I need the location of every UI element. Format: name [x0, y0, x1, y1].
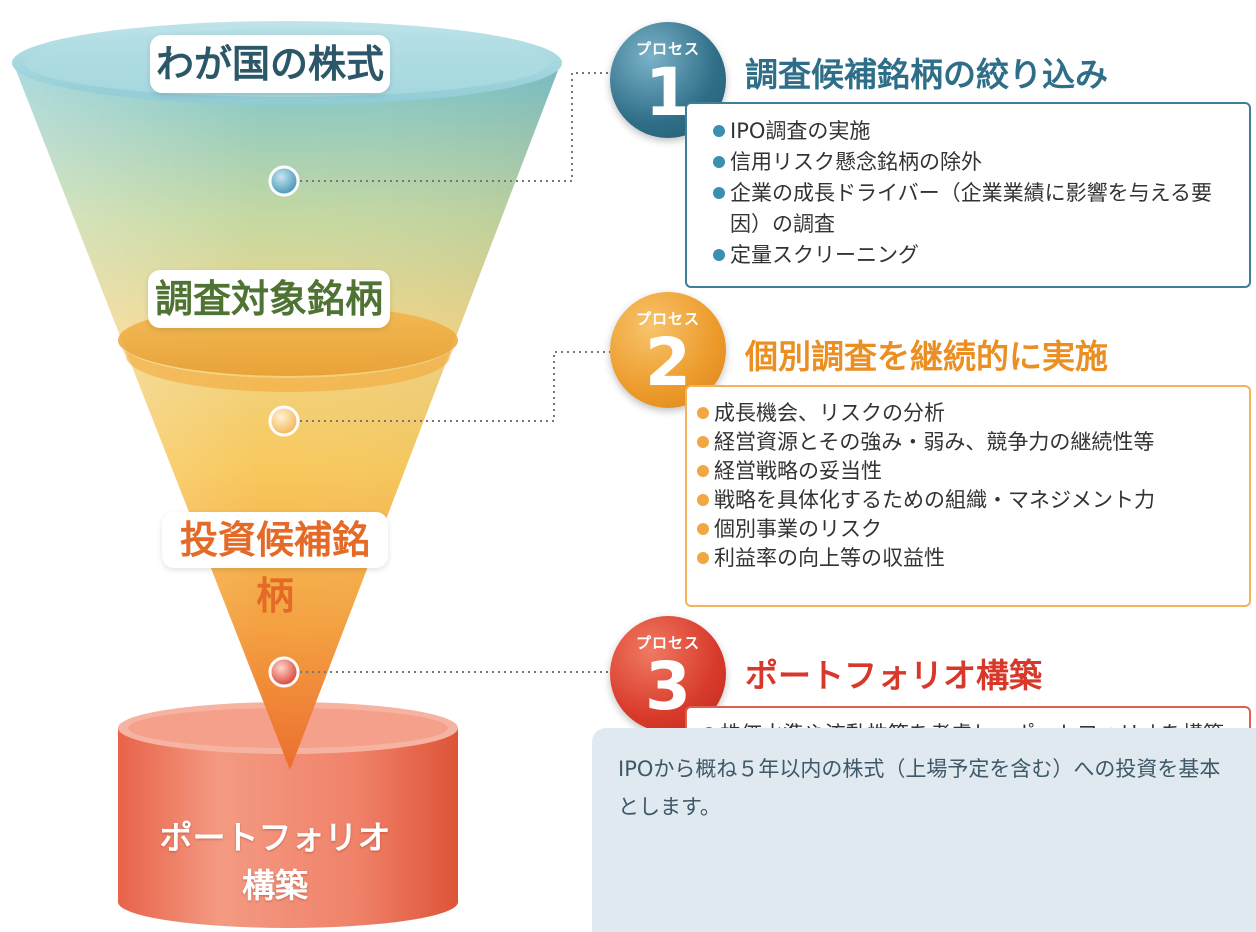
- cylinder-label-line-1: ポートフォリオ: [159, 818, 391, 857]
- portfolio-cylinder: [118, 702, 458, 928]
- process-1-badge-label: プロセス: [635, 40, 700, 58]
- process-1-box: IPO調査の実施 信用リスク懸念銘柄の除外 企業の成長ドライバー（企業業績に影響…: [685, 102, 1251, 288]
- process-2-box: 成長機会、リスクの分析 経営資源とその強み・弱み、競争力の継続性等 経営戦略の妥…: [685, 385, 1251, 607]
- list-item: 経営資源とその強み・弱み、競争力の継続性等: [697, 428, 1239, 457]
- stage-label-investment-candidates: 投資候補銘柄: [162, 512, 388, 618]
- process-3-badge-label: プロセス: [635, 634, 700, 652]
- stage-dot-3: [268, 656, 300, 688]
- stage-label-research-targets: 調査対象銘柄: [148, 270, 390, 328]
- list-item: 利益率の向上等の収益性: [697, 544, 1239, 573]
- process-2-list: 成長機会、リスクの分析 経営資源とその強み・弱み、競争力の継続性等 経営戦略の妥…: [697, 399, 1239, 573]
- cylinder-label-line-2: 構築: [242, 866, 308, 905]
- list-item: 企業の成長ドライバー（企業業績に影響を与える要因）の調査: [713, 178, 1239, 240]
- list-item: IPO調査の実施: [713, 116, 1239, 147]
- process-1-list: IPO調査の実施 信用リスク懸念銘柄の除外 企業の成長ドライバー（企業業績に影響…: [713, 116, 1239, 271]
- process-1-title: 調査候補銘柄の絞り込み: [745, 55, 1108, 94]
- process-2-number: 2: [645, 324, 691, 401]
- ipo-note: IPOから概ね５年以内の株式（上場予定を含む）への投資を基本とします。: [592, 728, 1256, 932]
- process-2-badge: プロセス 2: [610, 292, 726, 408]
- stage-label-japanese-stocks: わが国の株式: [150, 35, 390, 93]
- list-item: 信用リスク懸念銘柄の除外: [713, 147, 1239, 178]
- process-1-number: 1: [645, 54, 691, 131]
- process-3-number: 3: [645, 648, 691, 725]
- stage-dot-2: [268, 405, 300, 437]
- process-2-badge-label: プロセス: [635, 310, 700, 328]
- connector-1: [300, 72, 612, 182]
- process-3-badge: プロセス 3: [610, 616, 726, 732]
- list-item: 定量スクリーニング: [713, 240, 1239, 271]
- list-item: 個別事業のリスク: [697, 515, 1239, 544]
- cylinder-label: ポートフォリオ 構築: [130, 814, 420, 910]
- list-item: 戦略を具体化するための組織・マネジメント力: [697, 486, 1239, 515]
- connector-2: [300, 351, 612, 422]
- process-3-title: ポートフォリオ構築: [745, 656, 1042, 695]
- process-2-title: 個別調査を継続的に実施: [745, 337, 1108, 376]
- list-item: 経営戦略の妥当性: [697, 457, 1239, 486]
- stage-dot-1: [268, 165, 300, 197]
- list-item: 成長機会、リスクの分析: [697, 399, 1239, 428]
